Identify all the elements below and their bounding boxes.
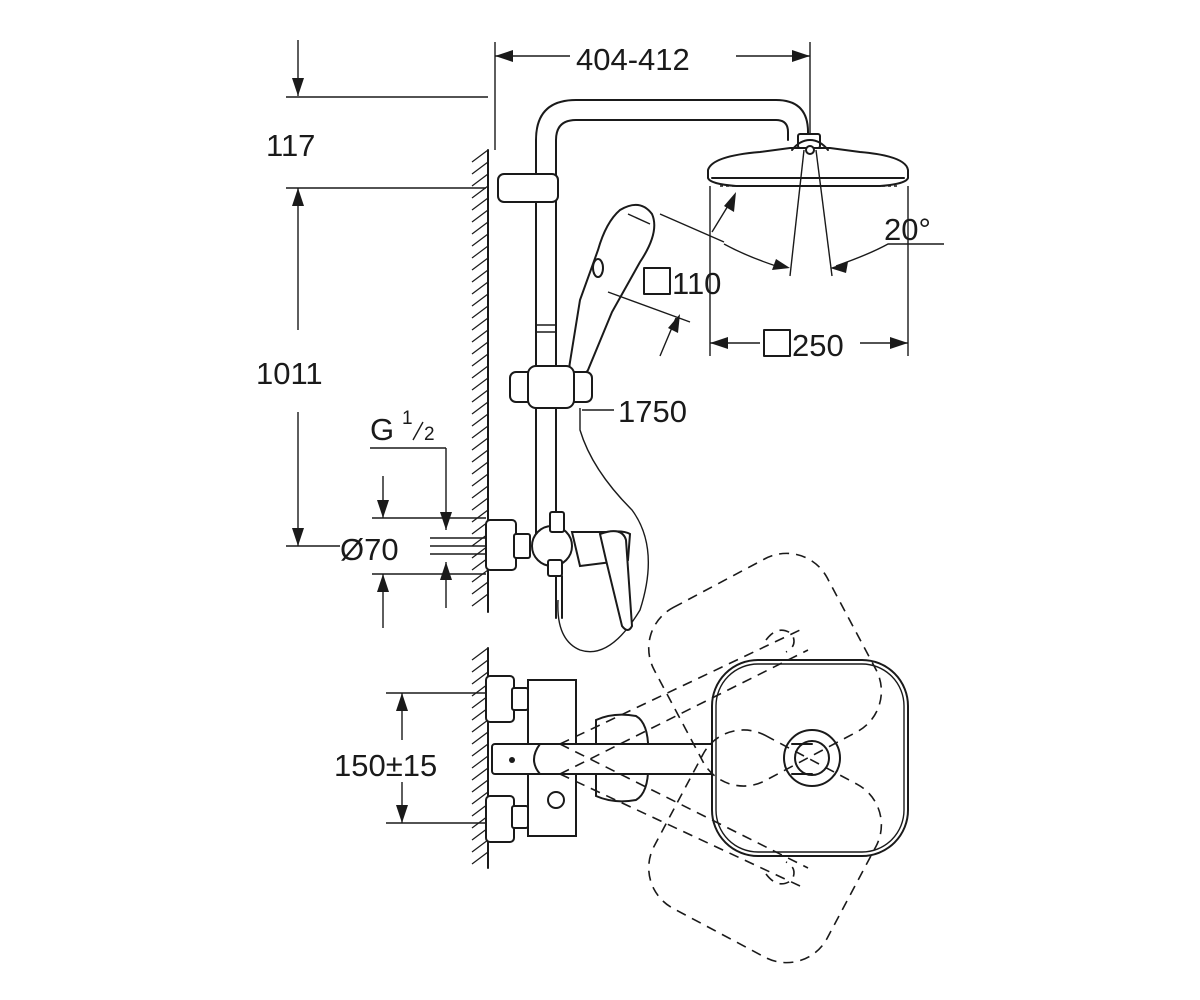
dim-spray-angle: 20° bbox=[884, 212, 931, 247]
dim-hand-shower-size: 110 bbox=[672, 266, 721, 301]
dim-thread-letter: G bbox=[370, 412, 394, 447]
head-shower-top-view bbox=[559, 552, 909, 964]
head-shower bbox=[707, 139, 909, 187]
dim-head-shower-size: 250 bbox=[792, 328, 844, 363]
dim-inlet-spacing: 150±15 bbox=[334, 748, 437, 783]
dim-thread-denominator: 2 bbox=[424, 424, 435, 445]
spray-angle-lines bbox=[789, 149, 833, 277]
dim-hose-length: 1750 bbox=[618, 394, 687, 429]
shower-column bbox=[497, 99, 821, 541]
dim-thread-numerator: 1 bbox=[402, 408, 413, 429]
dim-top-height: 117 bbox=[266, 128, 315, 163]
dim-overall-width: 404-412 bbox=[576, 42, 690, 77]
hand-shower bbox=[509, 203, 656, 653]
dimension-lines bbox=[286, 40, 944, 824]
square-symbol-110 bbox=[643, 267, 671, 295]
square-symbol-250 bbox=[763, 329, 791, 357]
dim-rail-height: 1011 bbox=[256, 356, 323, 391]
dim-rosette-diameter: Ø70 bbox=[340, 532, 399, 567]
mixer-side-view bbox=[430, 511, 634, 631]
